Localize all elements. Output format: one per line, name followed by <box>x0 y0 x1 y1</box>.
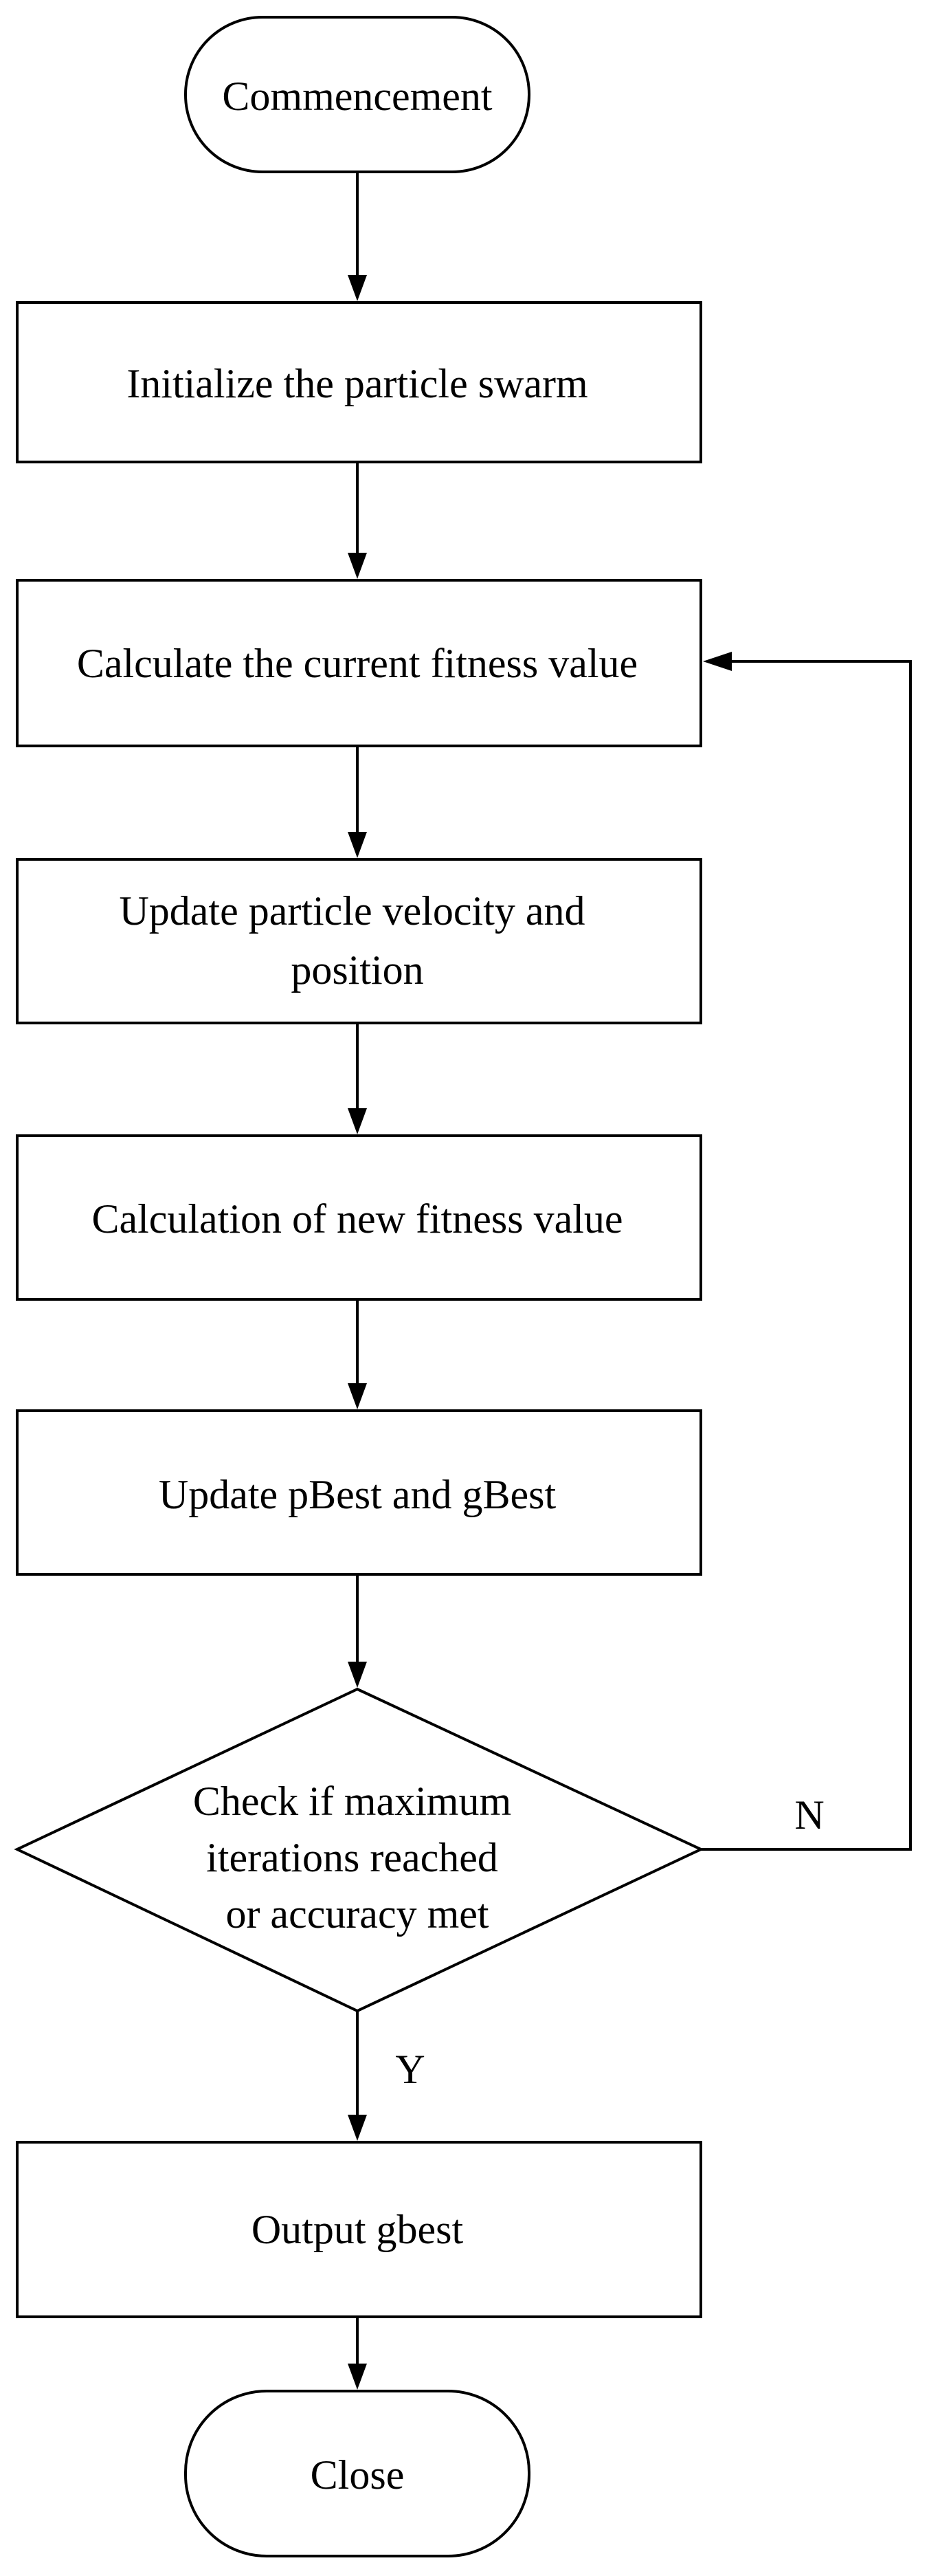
initialize-swarm-label: Initialize the particle swarm <box>126 361 587 406</box>
yes-branch-label: Y <box>395 2047 425 2092</box>
update-vel-label-line-2: position <box>291 947 423 993</box>
check-decision-label: Check if maximum iterations reached or a… <box>193 1779 522 1937</box>
calculate-new-fitness-box: Calculation of new fitness value <box>16 1134 702 1301</box>
arrowhead-init-to-calc-current <box>348 553 367 579</box>
arrowhead-calc-new-to-update-best <box>348 1383 367 1409</box>
arrowhead-update-best-to-check <box>348 1662 367 1688</box>
init-label-line-1: Initialize the particle swarm <box>126 361 587 406</box>
update-best-label-line-1: Update pBest and gBest <box>159 1472 557 1517</box>
check-label-line-1: Check if maximum <box>193 1779 511 1824</box>
initialize-swarm-box: Initialize the particle swarm <box>16 301 702 463</box>
calculate-new-fitness-label: Calculation of new fitness value <box>91 1196 623 1242</box>
end-label: Close <box>311 2452 405 2498</box>
arrowhead-calc-current-to-update-vel <box>348 832 367 858</box>
no-branch-label: N <box>794 1792 824 1838</box>
arrowhead-loop-to-calc-current <box>703 652 732 671</box>
calculate-current-fitness-label: Calculate the current fitness value <box>77 641 638 686</box>
check-label-line-2: iterations reached <box>206 1835 498 1880</box>
update-velocity-position-box: Update particle velocity and position <box>16 858 702 1024</box>
update-velocity-position-label: Update particle velocity and position <box>119 888 595 993</box>
check-label-line-3: or accuracy met <box>225 1891 489 1937</box>
arrowhead-update-vel-to-calc-new <box>348 1108 367 1134</box>
calc-current-label-line-1: Calculate the current fitness value <box>77 641 638 686</box>
arrowhead-check-to-output <box>348 2115 367 2141</box>
update-vel-label-line-1: Update particle velocity and <box>119 888 585 934</box>
end-terminal: Close <box>184 2390 530 2557</box>
output-gbest-box: Output gbest <box>16 2141 702 2318</box>
arrowhead-start-to-init <box>348 275 367 301</box>
loop-arrow-check-to-calc-current <box>701 660 912 1851</box>
start-label: Commencement <box>222 74 493 119</box>
update-best-label: Update pBest and gBest <box>159 1472 557 1517</box>
calculate-current-fitness-box: Calculate the current fitness value <box>16 579 702 747</box>
calc-new-label-line-1: Calculation of new fitness value <box>91 1196 623 1242</box>
update-best-box: Update pBest and gBest <box>16 1409 702 1576</box>
arrowhead-output-to-end <box>348 2364 367 2390</box>
start-label-line-1: Commencement <box>222 74 493 119</box>
output-gbest-label: Output gbest <box>251 2207 464 2252</box>
end-label-line-1: Close <box>311 2452 405 2498</box>
connectors <box>348 172 912 2390</box>
check-decision-diamond: Check if maximum iterations reached or a… <box>14 1687 704 2013</box>
start-terminal: Commencement <box>184 16 530 173</box>
output-label-line-1: Output gbest <box>251 2207 464 2252</box>
